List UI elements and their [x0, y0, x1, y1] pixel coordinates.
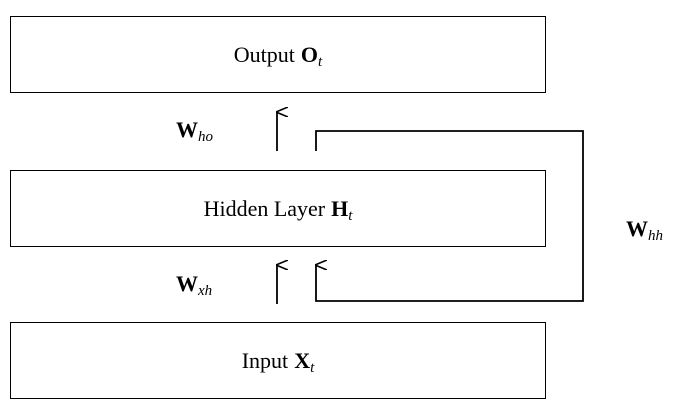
- weight-label-who: Who: [176, 117, 213, 145]
- output-label: Output: [233, 41, 295, 67]
- input-symbol: Xt: [294, 347, 315, 376]
- hidden-layer-label: Hidden Layer: [203, 195, 326, 221]
- output-box: Output Ot: [10, 16, 546, 93]
- input-subscript: t: [310, 359, 315, 376]
- output-subscript: t: [318, 53, 323, 70]
- weight-label-wxh: Wxh: [176, 271, 213, 299]
- hidden-layer-symbol: Ht: [331, 195, 353, 224]
- output-symbol: Ot: [300, 41, 323, 70]
- input-box: Input Xt: [10, 322, 546, 399]
- input-label: Input: [241, 347, 289, 373]
- weight-label-whh: Whh: [626, 216, 663, 244]
- hidden-layer-box: Hidden Layer Ht: [10, 170, 546, 247]
- hidden-layer-subscript: t: [348, 207, 353, 224]
